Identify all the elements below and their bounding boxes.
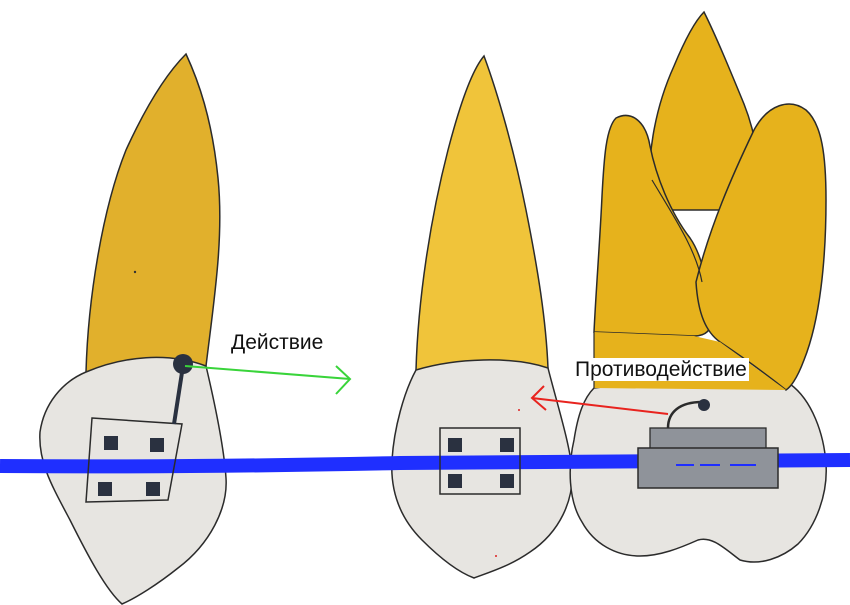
bracket-hook-ball (173, 354, 193, 374)
left-tooth-mark (133, 270, 137, 274)
middle-tooth-dot (518, 409, 520, 411)
bracket-slot (150, 438, 164, 452)
action-label: Действие (231, 331, 324, 354)
reaction-arrow-head (530, 385, 547, 411)
left-bracket (85, 354, 193, 503)
bracket-hook-stem (172, 365, 185, 425)
molar-tube-hook (666, 400, 703, 429)
molar-tube (637, 399, 779, 489)
bracket-slot (104, 436, 118, 450)
left-tooth-crown (39, 356, 227, 605)
bracket-slot (98, 482, 112, 496)
molar-tube-body (637, 447, 779, 489)
action-arrow (184, 365, 352, 395)
bracket-slot (146, 482, 160, 496)
middle-tooth-dot (495, 555, 497, 557)
middle-tooth-root (415, 54, 549, 371)
reaction-arrow (530, 385, 669, 415)
bracket-slot (448, 474, 462, 488)
left-bracket-base (85, 417, 183, 503)
action-arrow-head (335, 365, 352, 395)
reaction-arrow-shaft (531, 397, 669, 415)
left-tooth-root (85, 52, 221, 373)
middle-tooth (391, 54, 573, 579)
bracket-slot (500, 474, 514, 488)
bracket-slot (500, 438, 514, 452)
right-tooth-root-seam (651, 179, 703, 283)
reaction-label: Противодействие (573, 358, 749, 381)
molar-tube-top (649, 427, 767, 451)
middle-bracket (439, 427, 521, 495)
molar-tube-hook-ball (698, 399, 710, 411)
action-arrow-shaft (184, 365, 351, 380)
middle-bracket-base (439, 427, 521, 495)
bracket-slot (448, 438, 462, 452)
left-tooth (39, 52, 227, 605)
right-tooth-root-right (695, 103, 827, 391)
